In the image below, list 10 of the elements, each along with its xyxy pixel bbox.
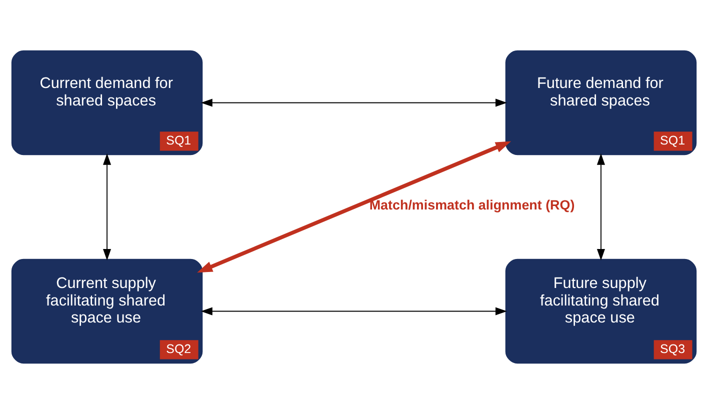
node-box: Current supply facilitating shared space use SQ2 xyxy=(11,258,203,364)
edge-label: Match/mismatch alignment (RQ) xyxy=(369,198,575,213)
arrow xyxy=(200,307,508,316)
arrow xyxy=(197,141,512,273)
node-box: Current demand for shared spaces SQ1 xyxy=(11,50,203,156)
arrow xyxy=(103,153,112,261)
node-box: Future demand for shared spaces SQ1 xyxy=(505,50,697,156)
node-box: Future supply facilitating shared space use SQ3 xyxy=(505,258,697,364)
arrow xyxy=(200,98,508,107)
arrow xyxy=(596,153,605,261)
